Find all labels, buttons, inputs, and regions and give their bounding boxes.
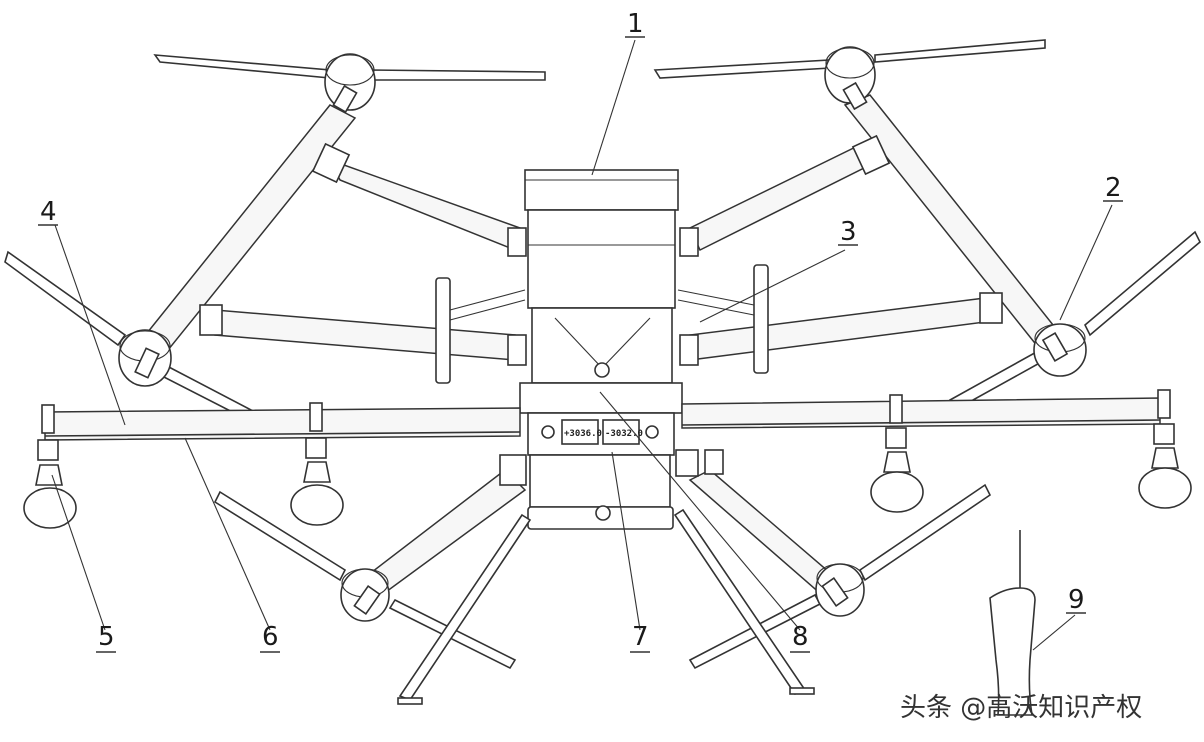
callout-6: 6: [262, 622, 279, 652]
callout-labels: 1 2 3 4 5 6 7 8 9: [38, 9, 1123, 653]
nozzle-3: [870, 394, 924, 513]
spray-boom: [44, 397, 1161, 441]
watermark-text: 头条 @高沃知识产权: [900, 693, 1142, 723]
motor-bottom-left: [340, 568, 390, 622]
landing-legs: [397, 508, 815, 705]
central-body: +3036.0 -3032.0: [519, 169, 683, 530]
spray-nozzles: [23, 389, 1192, 529]
readout-left-text: +3036.0: [564, 429, 602, 439]
frame-arms: [133, 94, 1067, 603]
arm-clamps: [199, 134, 1003, 486]
leader-lines: [51, 39, 1113, 651]
nozzle-1: [23, 404, 77, 529]
callout-4: 4: [40, 197, 57, 227]
motor-middle-right: [1033, 323, 1087, 377]
readout-right-text: -3032.0: [605, 429, 643, 439]
motor-pods: [118, 46, 1087, 622]
motor-top-right: [824, 46, 876, 111]
motor-middle-left: [118, 329, 172, 387]
callout-2: 2: [1105, 173, 1122, 203]
readout-right: [602, 419, 640, 445]
tank-lid: [524, 169, 679, 211]
callout-3: 3: [840, 217, 857, 247]
nozzle-4: [1138, 389, 1192, 509]
readout-left: [561, 419, 599, 445]
callout-5: 5: [98, 622, 115, 652]
side-posts: [435, 264, 769, 384]
callout-8: 8: [792, 622, 809, 652]
remote-controller: [989, 530, 1036, 716]
callout-7: 7: [632, 622, 649, 652]
motor-top-left: [324, 53, 376, 114]
callout-1: 1: [627, 9, 644, 39]
nozzle-2: [290, 402, 344, 526]
callout-9: 9: [1068, 585, 1085, 615]
motor-bottom-right: [815, 563, 865, 617]
tank-body: [527, 209, 676, 309]
